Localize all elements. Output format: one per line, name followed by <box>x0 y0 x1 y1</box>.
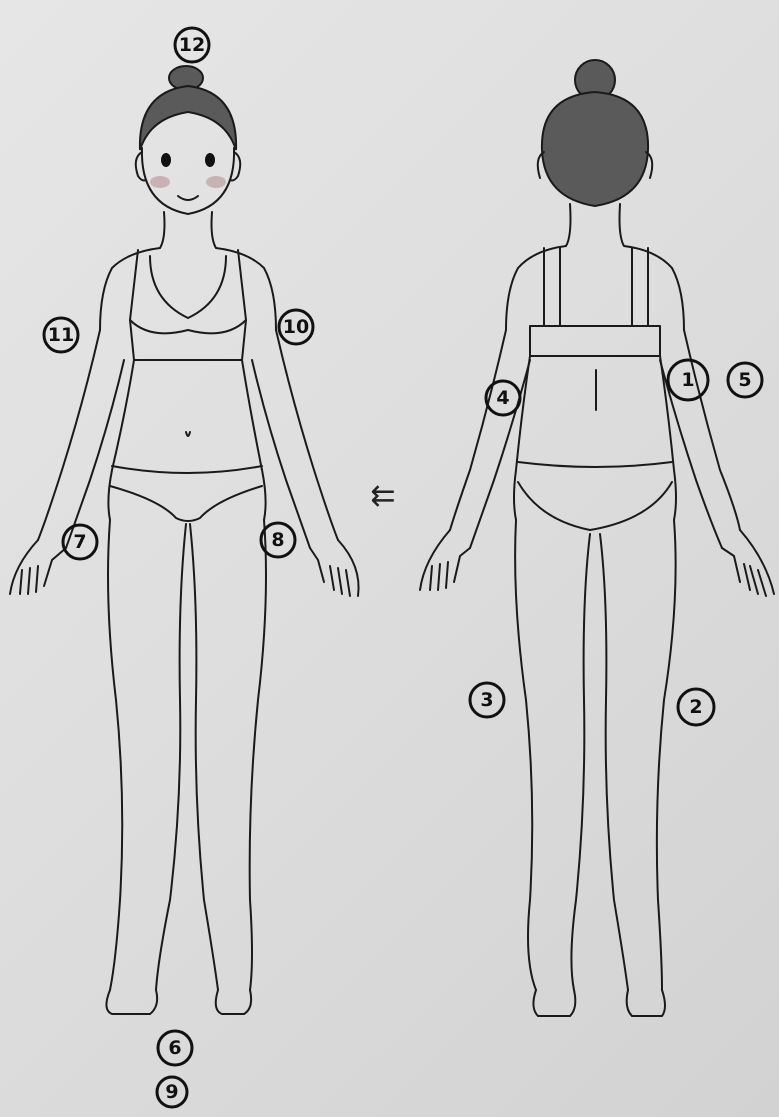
front-arm-left-outer <box>38 330 100 540</box>
marker-label: 6 <box>168 1037 181 1059</box>
back-hand-left <box>420 530 470 590</box>
front-mouth <box>178 196 198 200</box>
marker-3: 3 <box>470 683 504 717</box>
back-foot-left <box>533 990 575 1016</box>
back-shoulder-right <box>620 204 685 330</box>
front-arm-right-inner <box>252 360 310 548</box>
marker-label: 10 <box>283 316 309 338</box>
marker-label: 11 <box>48 324 74 346</box>
front-arm-right-outer <box>276 330 338 540</box>
marker-label: 3 <box>480 689 493 711</box>
marker-4: 4 <box>486 381 520 415</box>
back-hair <box>542 92 648 206</box>
marker-2: 2 <box>678 689 714 725</box>
back-underwear-bottom <box>518 482 672 530</box>
back-leg-right-inner <box>600 534 628 990</box>
front-leg-right-outer <box>250 520 266 990</box>
back-bra-band <box>530 326 660 356</box>
direction-arrow: ⇇ <box>370 479 395 514</box>
back-hand-right <box>722 530 774 596</box>
marker-label: 12 <box>179 34 205 56</box>
front-cheek-right <box>206 176 226 188</box>
marker-12: 12 <box>175 28 209 62</box>
back-arm-left-outer <box>450 330 506 530</box>
front-shoulder-right <box>212 212 277 330</box>
front-leg-left-inner <box>156 524 186 990</box>
front-leg-left-outer <box>108 520 122 990</box>
front-torso-right <box>242 360 266 520</box>
front-hand-left <box>10 540 66 594</box>
front-eye-right <box>205 153 215 167</box>
back-bra-strap-right <box>632 248 648 326</box>
back-foot-right <box>627 990 665 1016</box>
back-bra-strap-left <box>544 248 560 326</box>
front-bra-straps <box>130 250 246 333</box>
front-torso-left <box>108 360 134 520</box>
marker-label: 7 <box>73 531 86 553</box>
front-bra-band <box>130 320 246 360</box>
marker-label: 5 <box>738 369 751 391</box>
marker-1: 1 <box>668 360 708 400</box>
front-underwear-top <box>112 466 262 473</box>
front-eye-left <box>161 153 171 167</box>
back-underwear-top <box>518 462 672 467</box>
back-leg-right-outer <box>657 520 676 990</box>
marker-label: 9 <box>165 1081 178 1103</box>
marker-6: 6 <box>158 1031 192 1065</box>
front-hand-right <box>310 540 359 596</box>
front-leg-right-inner <box>190 524 218 990</box>
front-shoulder-left <box>100 212 165 330</box>
front-foot-right <box>216 990 251 1014</box>
marker-label: 4 <box>496 387 509 409</box>
marker-label: 2 <box>689 696 702 718</box>
back-leg-left-outer <box>515 520 536 990</box>
front-foot-left <box>106 990 157 1014</box>
marker-10: 10 <box>279 310 313 344</box>
marker-9: 9 <box>157 1077 187 1107</box>
front-bra-neckline <box>150 256 226 318</box>
marker-5: 5 <box>728 363 762 397</box>
front-underwear-bottom <box>110 486 262 521</box>
front-cheek-left <box>150 176 170 188</box>
back-figure <box>420 60 774 1016</box>
front-navel <box>186 432 190 436</box>
back-leg-left-inner <box>571 534 590 990</box>
marker-label: 1 <box>681 369 694 391</box>
marker-11: 11 <box>44 318 78 352</box>
marker-label: 8 <box>271 529 284 551</box>
front-hair <box>140 86 236 150</box>
